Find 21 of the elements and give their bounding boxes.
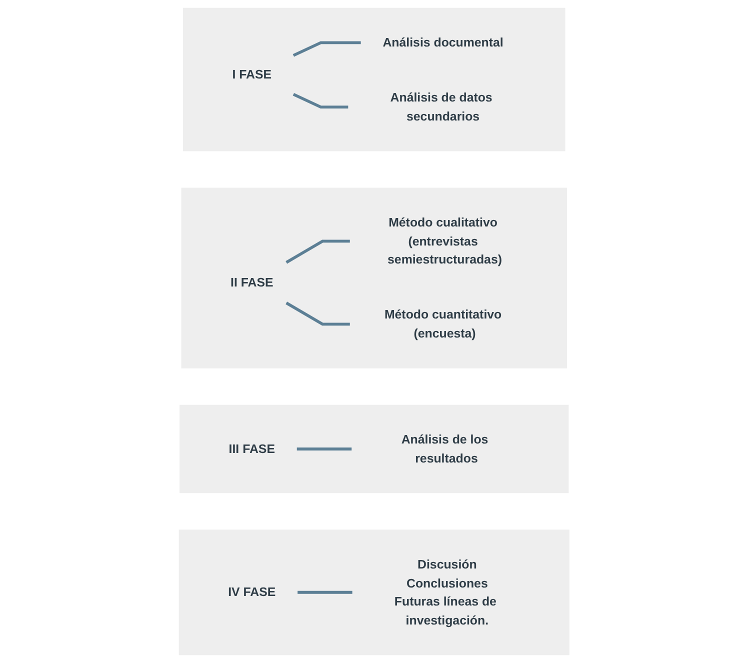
connector <box>298 590 353 594</box>
connector <box>293 92 349 109</box>
connector <box>286 240 350 264</box>
cluster <box>182 188 568 368</box>
connector <box>293 41 362 57</box>
node-text: III FASE <box>229 442 276 456</box>
cluster <box>183 8 566 152</box>
diagram: IV FASE Discusión Conclusiones Futuras líneas de investigación. III FASE Análisis de los resultados II FASE Método cualitativo (entrevistas semiestructuradas) Método cuantitativo (encuesta) I FASE Análisis documental Análisis de datos secundarios <box>173 2 576 661</box>
node-text: IV FASE <box>228 585 276 600</box>
node-text: Método cualitativo (entrevistas semiestructuradas) <box>388 215 502 267</box>
node-text: Método cuantitativo (encuesta) <box>384 308 502 340</box>
node-text: II FASE <box>230 276 274 290</box>
node-text: Análisis documental <box>383 36 504 50</box>
node-text: Análisis de datos secundarios <box>390 90 493 124</box>
connector <box>297 448 352 450</box>
node-text: Análisis de los resultados <box>402 432 489 466</box>
node-text: I FASE <box>232 68 272 82</box>
node-text: Discusión Conclusiones Futuras líneas de investigación. <box>394 557 497 628</box>
cluster <box>179 530 570 656</box>
cluster <box>180 404 570 494</box>
connector <box>286 302 350 326</box>
